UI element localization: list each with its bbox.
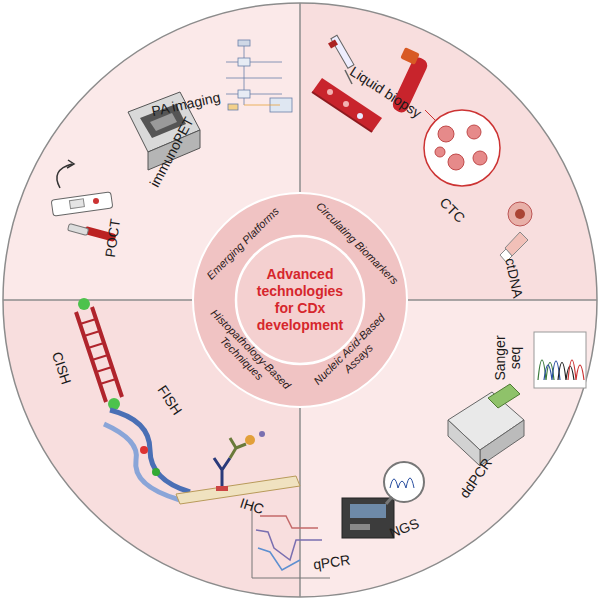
- pa-imaging-icon: [226, 40, 292, 112]
- ring-band: Advanced technologies for CDx developmen…: [192, 192, 408, 408]
- technology-label: Sanger seq: [493, 333, 523, 383]
- ring-fill: [193, 193, 407, 407]
- ihc-antibody-icon: [176, 431, 300, 504]
- divider-lines: [3, 3, 597, 597]
- sector: [300, 300, 597, 597]
- ddpcr-instrument-icon: [448, 384, 524, 466]
- center-title: Advanced technologies for CDx developmen…: [246, 266, 354, 334]
- ctc-icon: [390, 47, 500, 186]
- fish-dna-icon: [104, 410, 190, 500]
- sanger-chromatogram-icon: [534, 332, 586, 388]
- ctdna-icon: [500, 202, 532, 262]
- outer-circle: [3, 3, 597, 597]
- sector: [3, 300, 300, 597]
- cish-probe-icon: [76, 298, 122, 410]
